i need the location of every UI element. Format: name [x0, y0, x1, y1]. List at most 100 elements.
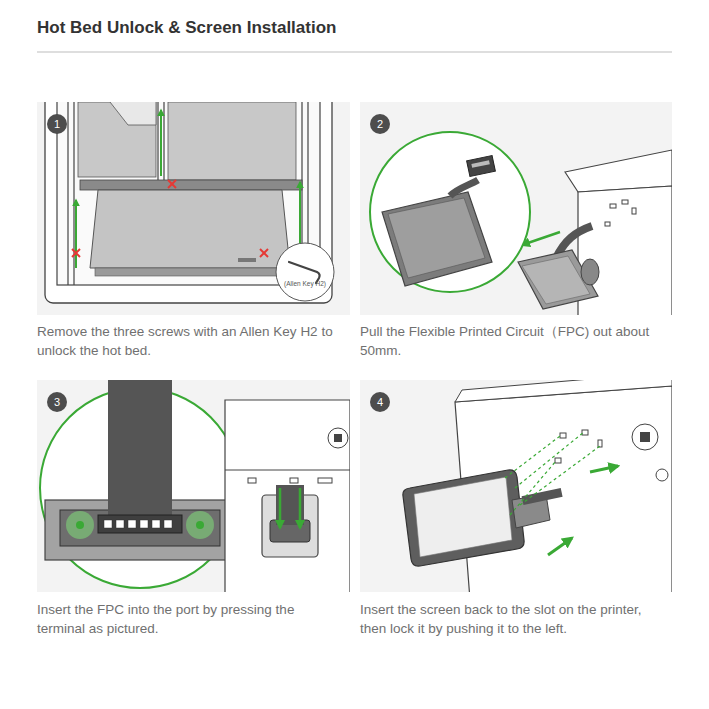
magnifier [382, 192, 492, 286]
screw-mark [72, 180, 268, 257]
magnifier [60, 510, 220, 546]
screw-mark [260, 249, 268, 257]
step-caption: Insert the screen back to the slot on th… [360, 600, 660, 638]
screw-mark [260, 249, 268, 257]
printer-corner [555, 458, 561, 463]
callout-number: 4 [370, 392, 390, 412]
callout-number: 1 [47, 114, 67, 134]
direction-arrow [548, 538, 572, 555]
step-caption: Remove the three screws with an Allen Ke… [37, 322, 337, 360]
guide-line [505, 436, 560, 478]
magnifier [370, 132, 530, 292]
printer-front [73, 102, 74, 285]
page-title: Hot Bed Unlock & Screen Installation [37, 18, 336, 38]
magnifier [140, 520, 148, 528]
printer-front [168, 102, 296, 180]
magnifier [450, 180, 478, 196]
printer-corner [248, 478, 256, 483]
magnifier [370, 132, 530, 292]
magnifier [128, 520, 136, 528]
guide-line [505, 432, 600, 515]
guide-line [515, 432, 584, 488]
screen [403, 470, 524, 566]
printer-corner [225, 400, 350, 592]
magnifier [66, 511, 94, 539]
printer-corner [290, 478, 298, 483]
printer-corner [640, 432, 650, 442]
allen-key-icon [289, 262, 320, 283]
step-caption: Pull the Flexible Printed Circuit（FPC) o… [360, 322, 650, 360]
number-circle [47, 392, 67, 412]
printer-corner [622, 200, 628, 204]
callout-number: 2 [370, 114, 390, 134]
title-rule [37, 52, 672, 53]
magnifier [186, 511, 214, 539]
direction-arrow [299, 488, 302, 528]
printer-front [80, 180, 302, 190]
screen [403, 470, 563, 566]
magnifier [98, 515, 182, 533]
printer-corner [610, 204, 616, 208]
printer-corner [632, 424, 658, 450]
magnifier [40, 380, 240, 588]
printer-front [157, 102, 158, 182]
step-number: 1 [47, 114, 67, 134]
printer-corner [605, 222, 610, 226]
number-circle [370, 114, 390, 134]
magnifier [164, 520, 172, 528]
magnifier [471, 160, 489, 168]
screw-mark [168, 180, 176, 188]
step-number: 4 [370, 392, 390, 412]
printer-corner [582, 430, 588, 435]
magnifier [76, 521, 84, 529]
magnifier [104, 520, 172, 528]
printer-corner [518, 150, 672, 315]
callout-number: 3 [47, 392, 67, 412]
printer-corner [225, 400, 350, 592]
direction-arrow [590, 466, 618, 472]
printer-front [110, 102, 156, 125]
guide-line [510, 461, 556, 515]
printer-corner [565, 150, 672, 192]
printer-corner [581, 259, 599, 285]
step-number: 3 [47, 392, 67, 412]
printer-corner [455, 380, 672, 402]
direction-arrow [75, 200, 77, 268]
screw-mark [72, 249, 80, 257]
printer-corner [560, 433, 566, 438]
printer-front [95, 268, 285, 276]
printer-corner [334, 434, 342, 442]
step-number: 2 [370, 114, 390, 134]
magnifier [467, 155, 496, 176]
magnifier [196, 521, 204, 529]
direction-arrow [548, 466, 618, 555]
printer-corner [318, 478, 332, 483]
number-circle [370, 392, 390, 412]
screen [414, 477, 512, 557]
direction-arrow [76, 110, 300, 268]
screen [522, 488, 563, 505]
printer-front [67, 102, 68, 285]
magnifier [388, 198, 485, 278]
direction-arrow [279, 488, 282, 528]
printer-front [163, 102, 164, 182]
printer-front [238, 258, 256, 262]
callout-circle [276, 243, 334, 301]
step-caption: Insert the FPC into the port by pressing… [37, 600, 342, 638]
direction-arrow [280, 488, 300, 528]
magnifier [116, 520, 124, 528]
guide-line [520, 446, 600, 505]
magnifier [104, 520, 112, 528]
tool-callout: (Allen Key H2) [275, 242, 335, 302]
printer-corner [225, 470, 350, 471]
printer-front [78, 102, 156, 177]
printer-corner [656, 469, 668, 481]
magnifier [108, 380, 172, 520]
printer-corner [328, 428, 348, 448]
tool-label: (Allen Key H2) [275, 280, 335, 287]
screw-mark [168, 180, 176, 188]
printer-front [90, 190, 290, 268]
printer-corner [518, 250, 598, 309]
